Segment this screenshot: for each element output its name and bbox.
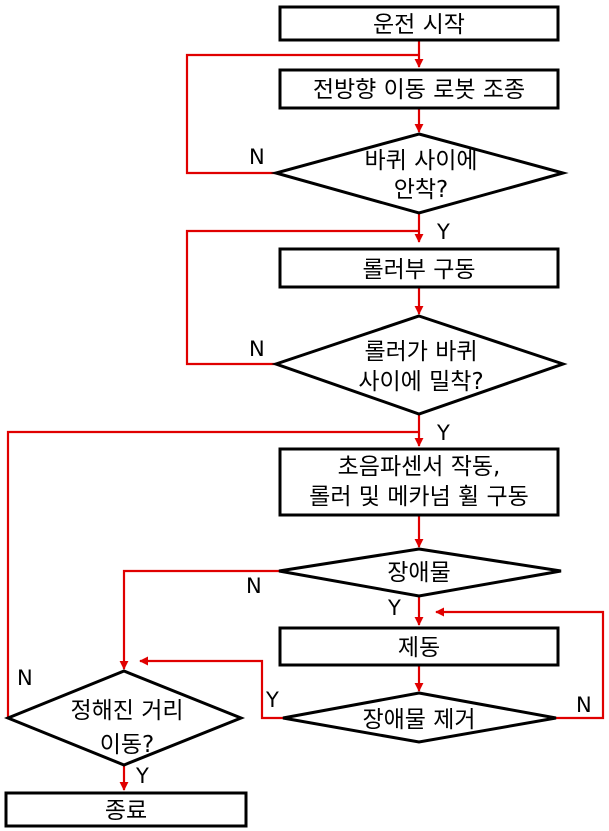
removed-no-label: N: [576, 693, 592, 717]
between-no-label: N: [249, 145, 265, 169]
connector-remove-no-loop: [435, 607, 605, 720]
between-wheels-label-line2: 안착?: [394, 177, 449, 203]
obstacle-removed-label: 장애물 제거: [362, 707, 475, 733]
roller-contact-label-line1: 롤러가 바퀴: [364, 339, 477, 365]
sensor-label-line2: 롤러 및 메카넘 휠 구동: [309, 484, 529, 510]
removed-yes-label: Y: [265, 688, 279, 712]
sensor-box: [278, 447, 560, 517]
distance-label-line1: 정해진 거리: [70, 698, 183, 724]
brake-label: 제동: [398, 635, 440, 661]
distance-decision: [4, 669, 246, 767]
roller-no-label: N: [249, 337, 265, 361]
distance-yes-label: Y: [135, 764, 149, 788]
connector-roller-no-loop: [185, 229, 419, 366]
end-box: [4, 791, 248, 828]
distance-label-line2: 이동?: [100, 732, 155, 758]
roller-yes-label: Y: [436, 421, 450, 445]
start-label: 운전 시작: [373, 12, 465, 38]
brake-box: [278, 626, 560, 667]
between-wheels-label-line1: 바퀴 사이에: [364, 148, 477, 174]
connector-between-no-loop: [185, 53, 419, 175]
sensor-label-line1: 초음파센서 작동,: [338, 454, 501, 480]
roller-contact-label-line2: 사이에 밀착?: [358, 369, 483, 395]
roller-contact-decision: [271, 314, 568, 416]
roller-drive-box: [278, 247, 560, 289]
connector-remove-yes-to-distance: [139, 656, 283, 720]
obstacle-removed-decision: [282, 691, 557, 744]
between-yes-label: Y: [436, 220, 450, 244]
obstacle-no-label: N: [246, 574, 262, 598]
obstacle-decision: [278, 547, 562, 598]
move-robot-box: [278, 68, 560, 110]
obstacle-yes-label: Y: [387, 596, 401, 620]
connector-obstacle-no-to-distance: [119, 569, 279, 670]
move-robot-label: 전방향 이동 로봇 조종: [313, 77, 525, 103]
between-wheels-decision: [270, 132, 569, 215]
roller-drive-label: 롤러부 구동: [362, 257, 475, 283]
obstacle-label: 장애물: [387, 560, 450, 586]
end-label: 종료: [105, 798, 147, 824]
connector-distance-no-loop: [6, 430, 419, 718]
distance-no-label: N: [17, 666, 33, 690]
start-box: [278, 5, 560, 42]
